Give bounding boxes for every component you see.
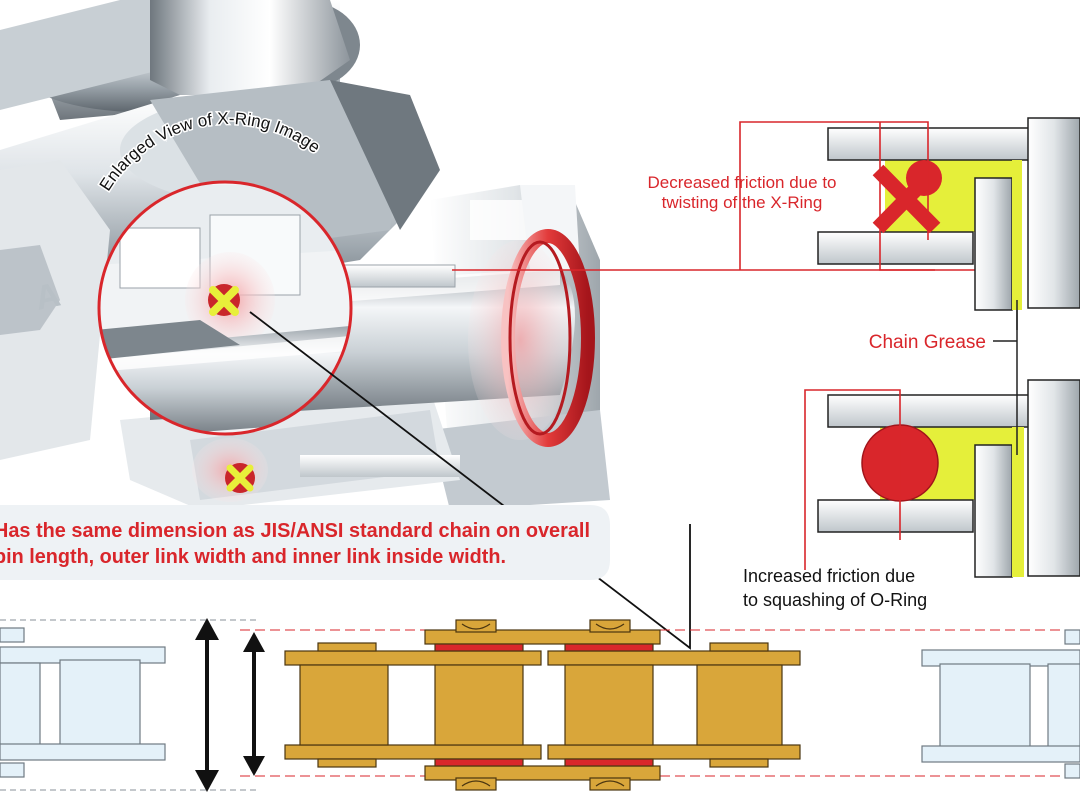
grease-pointer xyxy=(993,310,1018,455)
x-ring-cross-section xyxy=(739,117,1080,330)
oring-note-line1: Increased friction due xyxy=(743,566,915,586)
standard-dimension-banner: Has the same dimension as JIS/ANSI stand… xyxy=(0,505,610,580)
xring-note-line2: twisting of the X-Ring xyxy=(662,193,823,212)
standard-note-line2: pin length, outer link width and inner l… xyxy=(0,546,506,568)
dimension-arrow-outer xyxy=(195,618,219,792)
x-ring-marker-icon xyxy=(225,463,255,493)
dimension-arrow-inner xyxy=(243,632,265,776)
xring-note-line1: Decreased friction due to xyxy=(648,173,837,192)
x-ring-shape-icon xyxy=(872,160,942,234)
oring-note-line2: to squashing of O-Ring xyxy=(743,590,927,610)
o-ring-cross-section xyxy=(804,379,1080,578)
gold-chain-details xyxy=(461,623,625,787)
ghost-chain-right xyxy=(921,629,1080,779)
chain-grease-label: Chain Grease xyxy=(869,332,986,353)
standard-note-line1: Has the same dimension as JIS/ANSI stand… xyxy=(0,520,590,542)
ghost-chain-left xyxy=(0,627,166,778)
dimension-guides xyxy=(0,619,1080,791)
x-ring-zoom-marker-icon xyxy=(208,284,240,316)
gold-chain-topview xyxy=(284,619,801,791)
watermark-logo: ... xyxy=(930,763,963,807)
